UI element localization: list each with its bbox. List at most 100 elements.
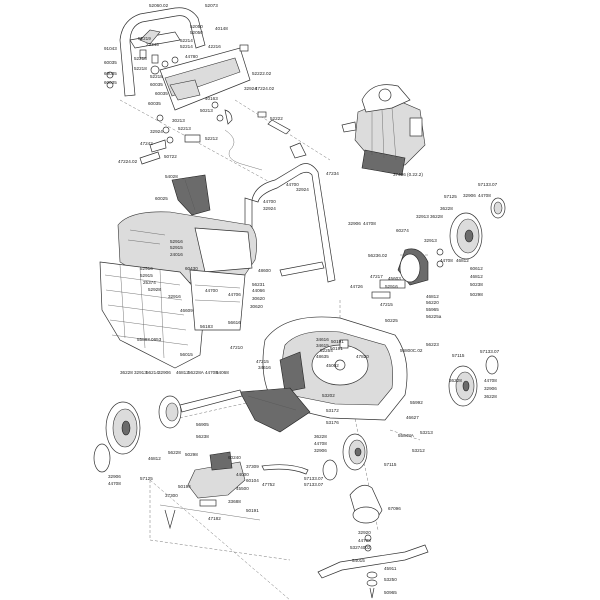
transmission-gearbox: [159, 451, 261, 530]
part-label: 30620: [252, 296, 265, 301]
part-label: 44708: [484, 378, 497, 383]
part-label: 60035: [155, 91, 168, 96]
part-label: 56231: [252, 282, 265, 287]
wheel-rear-right-top: [449, 212, 483, 260]
part-label: 44708: [108, 481, 121, 486]
part-label: 44700: [286, 182, 299, 187]
part-label: 57133.07: [480, 349, 500, 354]
handle-fittings: [106, 71, 291, 165]
part-label: 46812: [176, 370, 189, 375]
part-label: 47234: [326, 171, 339, 176]
deflector-flap: [171, 174, 211, 216]
part-label: 56236.02: [368, 253, 388, 258]
part-label: 23345: [146, 42, 159, 47]
left-wheel-drive: [158, 389, 243, 429]
part-label: 52050: [190, 30, 203, 35]
part-label: 52222.02: [252, 71, 272, 76]
drive-belt: [261, 464, 309, 475]
wheel-front-center: [342, 433, 368, 471]
part-label: 44708: [478, 193, 491, 198]
part-label: 44708: [363, 221, 376, 226]
part-label: 40163: [205, 96, 218, 101]
part-label: 40148: [215, 26, 228, 31]
part-label: 57125: [444, 194, 457, 199]
part-label: 34616: [316, 337, 329, 342]
part-label: 32906: [484, 386, 497, 391]
part-label: 53172: [326, 408, 339, 413]
part-label: 36228: [430, 214, 443, 219]
part-label: 46812: [148, 456, 161, 461]
part-label: 55883.0653: [137, 337, 162, 342]
part-label: 91043: [104, 46, 117, 51]
grass-catcher: [99, 211, 257, 369]
part-label: 47210: [230, 345, 243, 350]
part-label: 50191: [331, 339, 344, 344]
part-label: 55992: [410, 400, 423, 405]
part-label: 52222: [270, 116, 283, 121]
part-label: 42216: [208, 44, 221, 49]
part-label: 50225: [385, 318, 398, 323]
part-label: 47215: [380, 302, 393, 307]
part-label: 52218: [134, 66, 147, 71]
part-label: 53213: [420, 430, 433, 435]
part-label: 55965: [426, 307, 439, 312]
mower-deck: [262, 316, 408, 421]
wheel-left-partial: [93, 443, 111, 473]
part-label: 32913: [134, 370, 147, 375]
blade-adapter: [349, 484, 383, 524]
part-label: 52928: [148, 287, 161, 292]
part-label: 53250: [384, 577, 397, 582]
part-label: 32916: [168, 294, 181, 299]
part-label: 44708: [440, 258, 453, 263]
part-label: 53176: [326, 420, 339, 425]
part-label: 46812: [470, 274, 483, 279]
part-label: 47224.02: [255, 86, 275, 91]
part-label: 52218: [150, 74, 163, 79]
part-label: 54028: [165, 174, 178, 179]
part-number-labels: 52060.02 52073 52050 52050 40148 52219 9…: [104, 3, 500, 595]
part-label: 33688: [228, 499, 241, 504]
part-label: 50298: [185, 452, 198, 457]
part-label: 44700: [263, 199, 276, 204]
wheel-left-large: [105, 401, 141, 455]
part-label: 52060.02: [149, 3, 169, 8]
part-label: 56183: [200, 324, 213, 329]
part-label: 47242: [140, 141, 153, 146]
part-label: 60035: [148, 101, 161, 106]
part-label: 56238: [196, 434, 209, 439]
part-label: 46627: [406, 415, 419, 420]
part-label: 44066: [252, 288, 265, 293]
part-label: 46812: [426, 294, 439, 299]
part-label: 44708: [314, 441, 327, 446]
part-label: 52915: [140, 273, 153, 278]
part-label: 44780: [185, 54, 198, 59]
part-label: 50191: [246, 508, 259, 513]
part-label: 32906: [158, 370, 171, 375]
wheel-hubcap-right-mid: [485, 355, 499, 375]
lower-handle: [244, 142, 336, 283]
part-label: 53202: [322, 393, 335, 398]
part-label: 54068: [216, 370, 229, 375]
part-label: 56223: [426, 342, 439, 347]
part-label: 52219: [138, 36, 151, 41]
wheel-hubcap-center: [322, 459, 338, 481]
part-label: 44706: [228, 292, 241, 297]
part-label: 56228A: [188, 370, 205, 375]
part-label: 52218: [134, 56, 147, 61]
part-label: 32906: [108, 474, 121, 479]
part-label: 32924: [296, 187, 309, 192]
wheel-hubcap-top: [490, 197, 506, 219]
part-label: 44708: [205, 370, 218, 375]
part-label: 60035: [104, 71, 117, 76]
part-label: 36228: [484, 394, 497, 399]
part-label: 57115: [384, 462, 397, 467]
part-label: 32913: [424, 238, 437, 243]
part-label: 57133.07: [304, 476, 324, 481]
part-label: 48635: [316, 354, 329, 359]
part-label: 37309: [246, 464, 259, 469]
mower-blade: [317, 544, 429, 579]
part-label: 57133.07: [478, 182, 498, 187]
part-label: 53212: [412, 448, 425, 453]
part-label: 36228: [314, 434, 327, 439]
